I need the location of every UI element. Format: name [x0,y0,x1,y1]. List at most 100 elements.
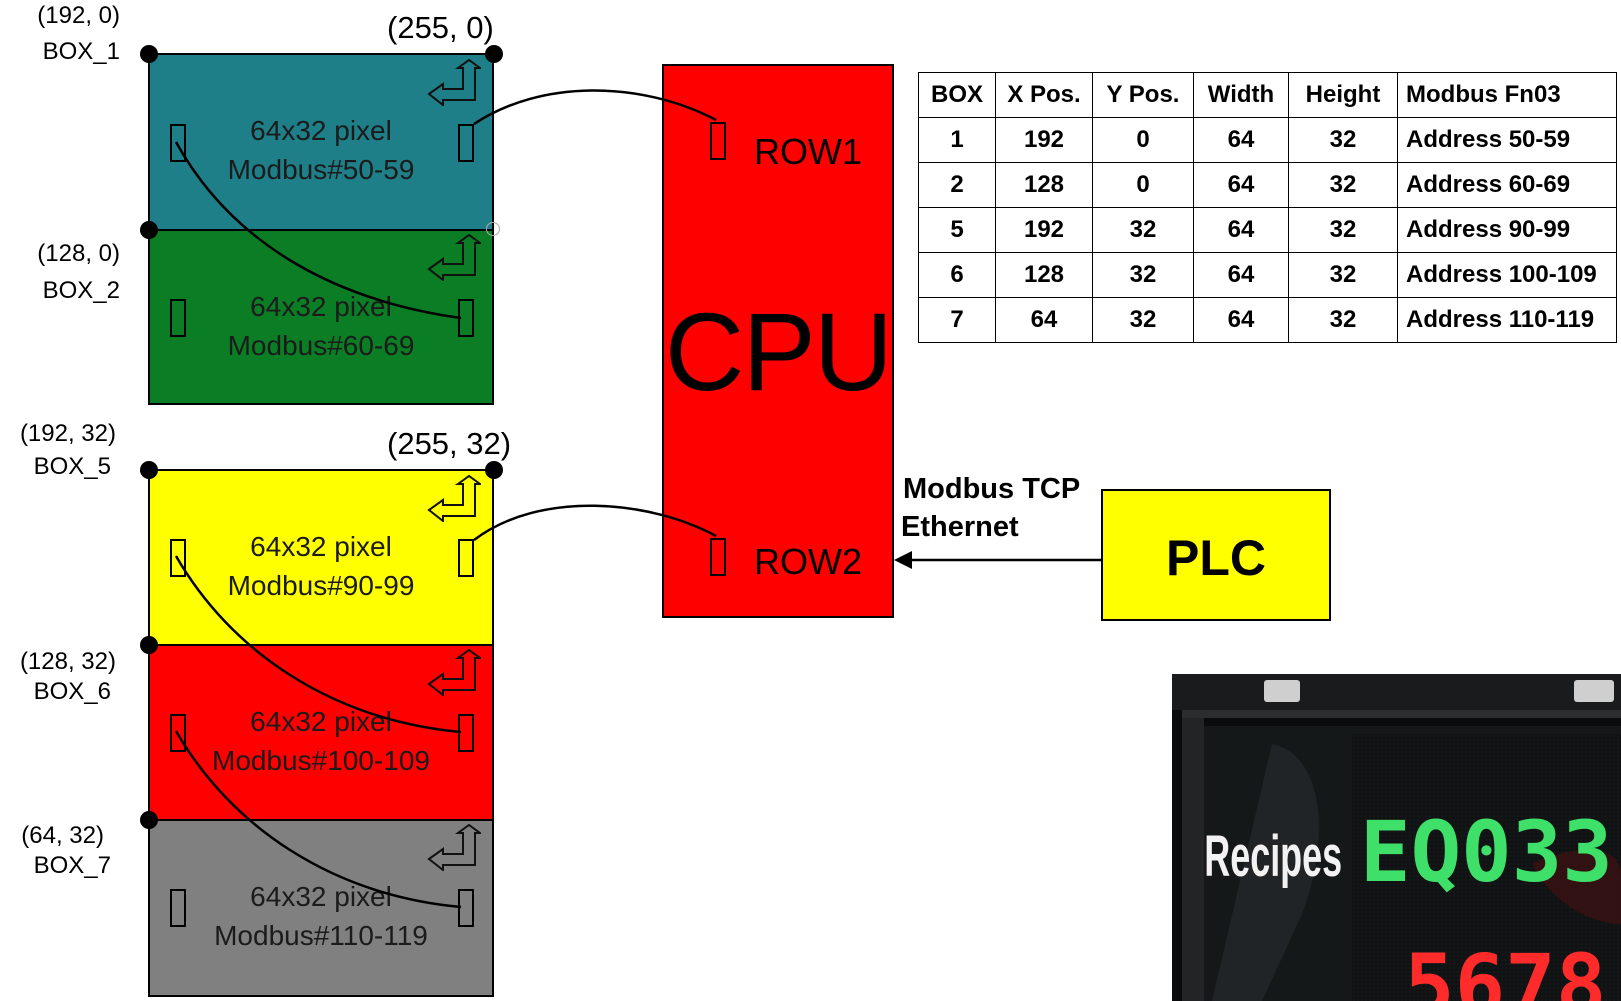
cable-box1-to-box2 [174,141,462,320]
table-cell: 0 [1092,117,1194,163]
table-cell: Address 90-99 [1397,207,1617,253]
box1-line1: 64x32 pixel [250,115,392,146]
box7-line1: 64x32 pixel [250,881,392,912]
led-text-recipes: Recipes [1204,824,1342,889]
cable-cpu-row1-to-box1 [473,89,717,126]
led-text-red: 5678 [1404,936,1606,1001]
table-cell: 32 [1288,207,1398,253]
table-cell: 0 [1092,162,1194,208]
table-row: 1 192 0 64 32 Address 50-59 [918,117,1617,163]
corner-dot [485,45,503,63]
col-header-height: Height [1288,72,1398,118]
box5-input-connector [170,539,186,577]
table-cell: 32 [1288,117,1398,163]
cable-box6-to-box7 [174,730,462,909]
led-text-green: EQ033 [1360,803,1613,901]
corner-dot [140,636,158,654]
coord-box5-top-right: (255, 32) [387,426,512,461]
corner-dot [140,45,158,63]
box6-name: BOX_6 [33,678,111,705]
table-cell: 192 [995,117,1093,163]
cpu-row2-connector [710,538,726,576]
corner-dot-outline [486,222,500,236]
return-arrow-icon [427,823,481,871]
led-sign-photo: Recipes EQ033 5678 [1172,674,1621,1001]
table-cell: Address 50-59 [1397,117,1617,163]
ethernet-arrowhead [894,551,912,569]
network-label-line1: Modbus TCP [903,473,1081,505]
panel-box-2: 64x32 pixel Modbus#60-69 [148,229,494,405]
corner-dot [485,461,503,479]
table-cell: 32 [1092,207,1194,253]
box2-line2: Modbus#60-69 [227,330,415,361]
table-cell: 32 [1288,252,1398,298]
coord-box1-top-right: (255, 0) [387,10,494,45]
table-cell: 192 [995,207,1093,253]
corner-dot [140,811,158,829]
coord-box6-top-left: (128, 32) [19,648,116,675]
plc-block: PLC [1101,489,1331,621]
table-cell: 32 [1288,162,1398,208]
table-cell: 128 [995,252,1093,298]
box5-name: BOX_5 [33,453,111,480]
box7-name: BOX_7 [33,852,111,879]
coord-box2-top-left: (128, 0) [37,240,120,267]
box2-input-connector [170,299,186,337]
table-cell: 64 [1193,162,1289,208]
table-cell: 1 [918,117,996,163]
col-header-y-pos: Y Pos. [1092,72,1194,118]
table-cell: 64 [995,297,1093,343]
table-cell: 64 [1193,117,1289,163]
box1-line2: Modbus#50-59 [227,154,415,185]
table-row: 6 128 32 64 32 Address 100-109 [918,252,1617,298]
return-arrow-icon [427,474,481,522]
panel-box-7: 64x32 pixel Modbus#110-119 [148,819,494,997]
box6-input-connector [170,714,186,752]
led-sign-photo-art: Recipes EQ033 5678 [1172,674,1621,1001]
table-row: 5 192 32 64 32 Address 90-99 [918,207,1617,253]
return-arrow-icon [427,233,481,281]
corner-dot [140,461,158,479]
panel-box-1: 64x32 pixel Modbus#50-59 [148,53,494,231]
cpu-row2-label: ROW2 [754,541,862,582]
table-row: 2 128 0 64 32 Address 60-69 [918,162,1617,208]
box5-output-connector [458,539,474,577]
table-row: 7 64 32 64 32 Address 110-119 [918,297,1617,343]
table-cell: 32 [1288,297,1398,343]
cpu-row1-label: ROW1 [754,131,862,172]
table-cell: 7 [918,297,996,343]
table-cell: Address 60-69 [1397,162,1617,208]
table-cell: Address 110-119 [1397,297,1617,343]
table-cell: 32 [1092,297,1194,343]
box7-line2: Modbus#110-119 [214,920,428,951]
col-header-box: BOX [918,72,996,118]
coord-box1-top-left: (192, 0) [37,2,120,29]
box6-line1: 64x32 pixel [250,706,392,737]
table-cell: 64 [1193,252,1289,298]
cable-box5-to-box6 [174,555,462,734]
box1-output-connector [458,124,474,162]
table-cell: 64 [1193,297,1289,343]
box5-line2: Modbus#90-99 [227,570,415,601]
col-header-modbus-fn03: Modbus Fn03 [1397,72,1617,118]
cpu-row1-connector [710,122,726,160]
box1-name: BOX_1 [42,38,120,65]
box2-name: BOX_2 [42,277,120,304]
cable-cpu-row2-to-box5 [473,504,717,541]
table-header-row: BOX X Pos. Y Pos. Width Height Modbus Fn… [918,72,1617,118]
modbus-register-table: BOX X Pos. Y Pos. Width Height Modbus Fn… [918,72,1617,343]
table-cell: 6 [918,252,996,298]
box6-line2: Modbus#100-109 [212,745,430,776]
table-cell: 32 [1092,252,1194,298]
network-label-line2: Ethernet [901,511,1019,543]
box5-line1: 64x32 pixel [250,531,392,562]
cpu-label: CPU [664,291,893,414]
col-header-x-pos: X Pos. [995,72,1093,118]
table-cell: 2 [918,162,996,208]
plc-label: PLC [1166,530,1266,586]
panel-box-6: 64x32 pixel Modbus#100-109 [148,644,494,821]
cpu-block: ROW1 CPU ROW2 [662,64,894,618]
box7-input-connector [170,889,186,927]
table-cell: 64 [1193,207,1289,253]
